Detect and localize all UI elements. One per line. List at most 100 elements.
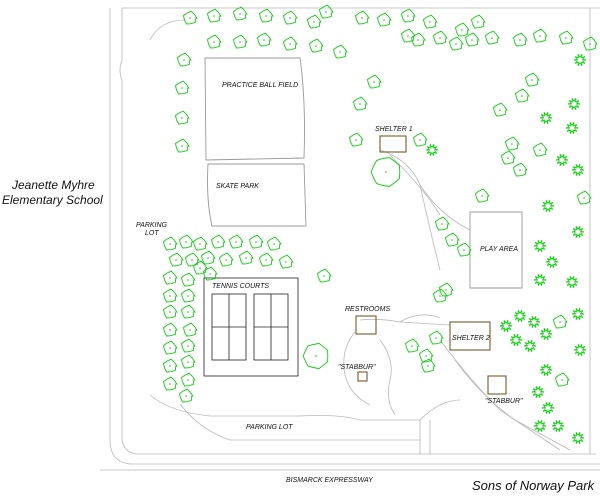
tree-symbol: [551, 420, 565, 432]
tree-symbol: [184, 252, 200, 267]
play-area-label: PLAY AREA: [480, 246, 518, 253]
tree-symbol: [278, 254, 294, 269]
tree-symbol: [448, 36, 464, 51]
tree-symbol: [182, 10, 198, 25]
tree-symbol: [400, 28, 416, 43]
tree-symbol: [162, 270, 178, 285]
tree-symbol: [218, 252, 234, 267]
parking-lot-south-label: PARKING LOT: [246, 424, 293, 431]
tennis-courts[interactable]: [203, 277, 299, 377]
tree-symbol: [256, 32, 272, 47]
tree-symbol: [366, 74, 382, 89]
tree-symbol: [555, 154, 569, 166]
tree-symbol: [420, 358, 436, 373]
tree-symbol: [545, 256, 559, 268]
tree-symbol: [162, 288, 178, 303]
map-title: Sons of Norway Park: [472, 478, 596, 493]
tree-symbol: [258, 8, 274, 23]
tree-symbol: [174, 110, 190, 125]
tree-symbol: [418, 348, 434, 363]
tree-symbol: [499, 320, 513, 332]
buildings: [355, 135, 507, 395]
tree-symbol: [162, 304, 178, 319]
tree-symbol: [432, 288, 448, 303]
tree-symbol: [180, 272, 196, 287]
tree-symbol: [210, 234, 226, 249]
tree-symbol: [539, 328, 553, 340]
tree-symbol: [576, 190, 592, 205]
parking-lot-west-label-line2: LOT: [145, 230, 159, 237]
tree-symbol: [206, 8, 222, 23]
tree-symbol: [180, 372, 196, 387]
road-network: [100, 7, 600, 471]
tree-symbol: [182, 322, 198, 337]
tree-symbol: [412, 132, 428, 147]
tree-symbol: [539, 112, 553, 124]
tree-symbol: [200, 250, 216, 265]
tree-symbol: [410, 32, 426, 47]
tree-symbol: [354, 10, 370, 25]
tree-symbol: [533, 240, 547, 252]
tree-symbol: [456, 242, 472, 257]
restrooms-label: RESTROOMS: [345, 306, 390, 313]
tree-symbol: [316, 268, 332, 283]
tree-symbol: [470, 14, 486, 29]
tree-symbol: [404, 338, 420, 353]
tree-symbol: [202, 266, 218, 281]
tree-symbol: [180, 338, 196, 353]
tree-symbol: [425, 144, 439, 156]
tree-symbol: [258, 252, 274, 267]
tree-symbol: [180, 288, 196, 303]
tree-symbol: [162, 340, 178, 355]
shelter-2-building[interactable]: [449, 321, 491, 351]
tree-symbol: [192, 236, 208, 251]
tree-symbol: [558, 30, 574, 45]
tree-symbol: [492, 102, 508, 117]
tree-symbol: [512, 32, 528, 47]
stabbur-1-building[interactable]: [357, 371, 368, 382]
tree-symbol: [434, 216, 450, 231]
tree-symbol: [513, 310, 527, 322]
tree-symbol: [565, 122, 579, 134]
tree-symbol: [500, 150, 516, 165]
shelter-1-building[interactable]: [379, 135, 407, 153]
tree-symbol: [248, 234, 264, 249]
tree-symbol: [180, 354, 196, 369]
tree-symbol: [174, 138, 190, 153]
tree-symbol: [282, 36, 298, 51]
tree-symbol: [176, 52, 192, 67]
stabbur-2-label: "STABBUR": [485, 398, 523, 405]
tree-symbol: [571, 432, 585, 444]
tree-symbol: [282, 10, 298, 25]
tree-symbol: [308, 38, 324, 53]
tree-symbol: [302, 342, 329, 370]
school-label-line1: Jeanette Myhre: [11, 178, 95, 192]
tree-symbol: [162, 322, 178, 337]
tree-symbol: [573, 344, 587, 356]
tree-symbol: [232, 34, 248, 49]
trees: [162, 4, 598, 444]
tree-symbol: [484, 30, 500, 45]
stabbur-2-building[interactable]: [487, 375, 507, 395]
tree-symbol: [228, 234, 244, 249]
tree-symbol: [533, 420, 547, 432]
tree-symbol: [238, 250, 254, 265]
tree-symbol: [232, 6, 248, 21]
expressway-label: BISMARCK EXPRESSWAY: [286, 477, 374, 484]
tree-symbol: [509, 334, 523, 346]
tree-symbol: [352, 96, 368, 111]
tree-symbol: [306, 14, 322, 29]
tree-symbol: [206, 34, 222, 49]
tree-symbol: [168, 252, 184, 267]
tree-symbol: [532, 28, 548, 43]
tree-symbol: [514, 88, 530, 103]
parking-lot-west-label-line1: PARKING: [136, 222, 168, 229]
tree-symbol: [567, 98, 581, 110]
tree-symbol: [174, 80, 190, 95]
restrooms-building[interactable]: [355, 315, 377, 335]
tree-symbol: [582, 36, 598, 51]
shelter-2-label: SHELTER 2: [452, 335, 490, 342]
tree-symbol: [512, 162, 528, 177]
school-label-line2: Elementary School: [2, 193, 103, 207]
tree-symbol: [432, 30, 448, 45]
